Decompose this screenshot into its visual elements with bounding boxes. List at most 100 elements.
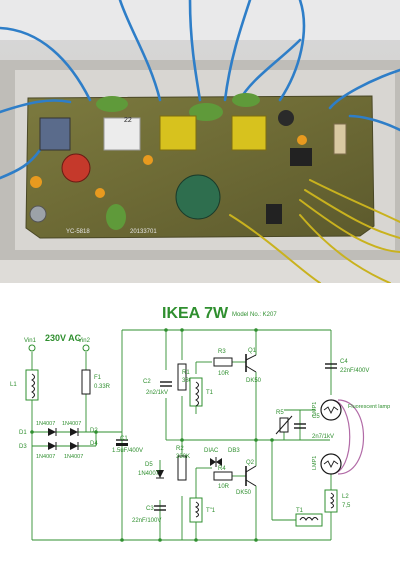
q1-value: DK50 xyxy=(246,378,262,384)
c1-label: C1 xyxy=(120,436,128,442)
schematic-wires xyxy=(31,329,332,541)
r1-label: R1 xyxy=(182,370,190,376)
d2-type: 1N4007 xyxy=(62,421,81,427)
c1-value: 1.5uF/400V xyxy=(112,448,143,454)
f1-label: F1 xyxy=(94,375,102,381)
d5-diode: D5 1N4007 xyxy=(138,462,164,479)
transistor xyxy=(290,148,312,166)
r1-value: 330K xyxy=(182,378,196,384)
orange-component xyxy=(143,155,153,165)
yellow-transformer xyxy=(231,115,267,151)
diac-label: DIAC xyxy=(204,448,219,454)
c2-capacitor: C2 2n2/1kV xyxy=(143,379,172,396)
green-capacitor xyxy=(106,204,126,230)
green-capacitor xyxy=(96,96,128,112)
lmp1-label: LMP1 xyxy=(312,402,318,416)
t1-output-winding: T1 xyxy=(295,508,323,527)
green-capacitor xyxy=(232,93,260,107)
d3-type: 1N4007 xyxy=(36,454,55,460)
l1-label: L1 xyxy=(10,382,17,388)
d3-label: D3 xyxy=(19,444,27,450)
c2-value: 2n2/1kV xyxy=(146,390,168,396)
c3-label: C3 xyxy=(146,506,154,512)
d5-label: D5 xyxy=(145,462,153,468)
c3-capacitor: C3 22nF/100V xyxy=(132,505,166,524)
f1-value: 0.33R xyxy=(94,384,111,390)
diode-bridge xyxy=(48,428,79,450)
white-coil xyxy=(103,117,141,151)
r2-label: R2 xyxy=(176,446,184,452)
small-capacitor xyxy=(278,110,294,126)
q2-transistor: Q2 DK50 xyxy=(236,460,257,496)
board-mark: YC-5818 xyxy=(66,229,90,235)
r5-resistor: R5 xyxy=(275,410,293,435)
orange-component xyxy=(30,176,42,188)
screw xyxy=(29,205,47,223)
diac-db3: DIAC DB3 xyxy=(204,448,240,467)
lamp-label: Fluorescent lamp xyxy=(348,404,390,410)
r5-label: R5 xyxy=(276,410,284,416)
l2-value: 7,5 xyxy=(342,503,351,509)
db3-label: DB3 xyxy=(228,448,240,454)
junction-dots xyxy=(30,328,274,542)
t1-bottom-label: T"1 xyxy=(206,508,216,514)
vin2-terminal xyxy=(82,344,90,352)
d4-label: D4 xyxy=(90,441,98,447)
r4-label: R4 xyxy=(218,466,226,472)
model-number: Model No.: K207 xyxy=(232,312,277,318)
input-voltage-label: 230V AC xyxy=(45,333,82,343)
r3-label: R3 xyxy=(218,349,226,355)
r3-value: 10R xyxy=(218,371,230,377)
yellow-transformer xyxy=(159,115,197,151)
q1-label: Q1 xyxy=(248,348,257,354)
q2-value: DK50 xyxy=(236,490,252,496)
r2-resistor: R2 330K xyxy=(176,446,190,481)
t1-bottom-winding: T"1 xyxy=(189,497,216,523)
fluorescent-lamp: LMP1 LMP1 Fluorescent lamp xyxy=(312,399,390,475)
board-mark: 20133701 xyxy=(130,229,157,235)
d1-type: 1N4007 xyxy=(36,421,55,427)
orange-component xyxy=(95,188,105,198)
resistor xyxy=(333,123,347,155)
d4-type: 1N4007 xyxy=(64,454,83,460)
l2-label: L2 xyxy=(342,494,349,500)
q1-transistor: Q1 DK50 xyxy=(245,348,262,384)
c5-value: 2n7/1kV xyxy=(312,434,334,440)
c5-label: C5 xyxy=(312,414,320,420)
board-mark: 22 xyxy=(124,117,132,124)
r2-value: 330K xyxy=(176,454,190,460)
l1-inductor: L1 xyxy=(10,369,39,401)
red-toroid xyxy=(61,153,91,183)
c1-capacitor: C1 1.5uF/400V xyxy=(112,436,143,454)
q2-label: Q2 xyxy=(246,460,255,466)
r4-resistor: R4 10R xyxy=(213,466,233,490)
t1-top-label: T1 xyxy=(206,390,214,396)
lmp2-label: LMP1 xyxy=(312,456,318,470)
yellow-wires xyxy=(229,179,400,283)
t1-output-label: T1 xyxy=(296,508,304,514)
d2-label: D2 xyxy=(90,428,98,434)
green-capacitor xyxy=(189,103,223,121)
orange-component xyxy=(297,135,307,145)
r3-resistor: R3 10R xyxy=(213,349,233,377)
c4-value: 22nF/400V xyxy=(340,368,369,374)
d1-label: D1 xyxy=(19,430,27,436)
schematic-title: IKEA 7W xyxy=(162,305,229,322)
vin1-label: Vin1 xyxy=(24,338,37,344)
blue-coil xyxy=(39,117,71,151)
c2-label: C2 xyxy=(143,379,151,385)
lamp-filament-bottom xyxy=(320,453,342,475)
c3-value: 22nF/100V xyxy=(132,518,161,524)
t1-top-winding: T1 xyxy=(189,377,214,407)
f1-fuse: F1 0.33R xyxy=(81,369,111,395)
transistor xyxy=(266,204,282,224)
d5-value: 1N4007 xyxy=(138,471,160,477)
c4-label: C4 xyxy=(340,359,348,365)
pcb-photo: 22 20133701 YC-5818 xyxy=(0,0,400,283)
lamp-filament-top xyxy=(320,399,342,421)
vin2-label: Vin2 xyxy=(78,338,91,344)
electrolytic-capacitor xyxy=(175,174,221,220)
vin1-terminal xyxy=(28,344,36,352)
r1-resistor: R1 330K xyxy=(177,363,196,391)
schematic: IKEA 7W Model No.: K207 230V AC xyxy=(0,283,400,576)
